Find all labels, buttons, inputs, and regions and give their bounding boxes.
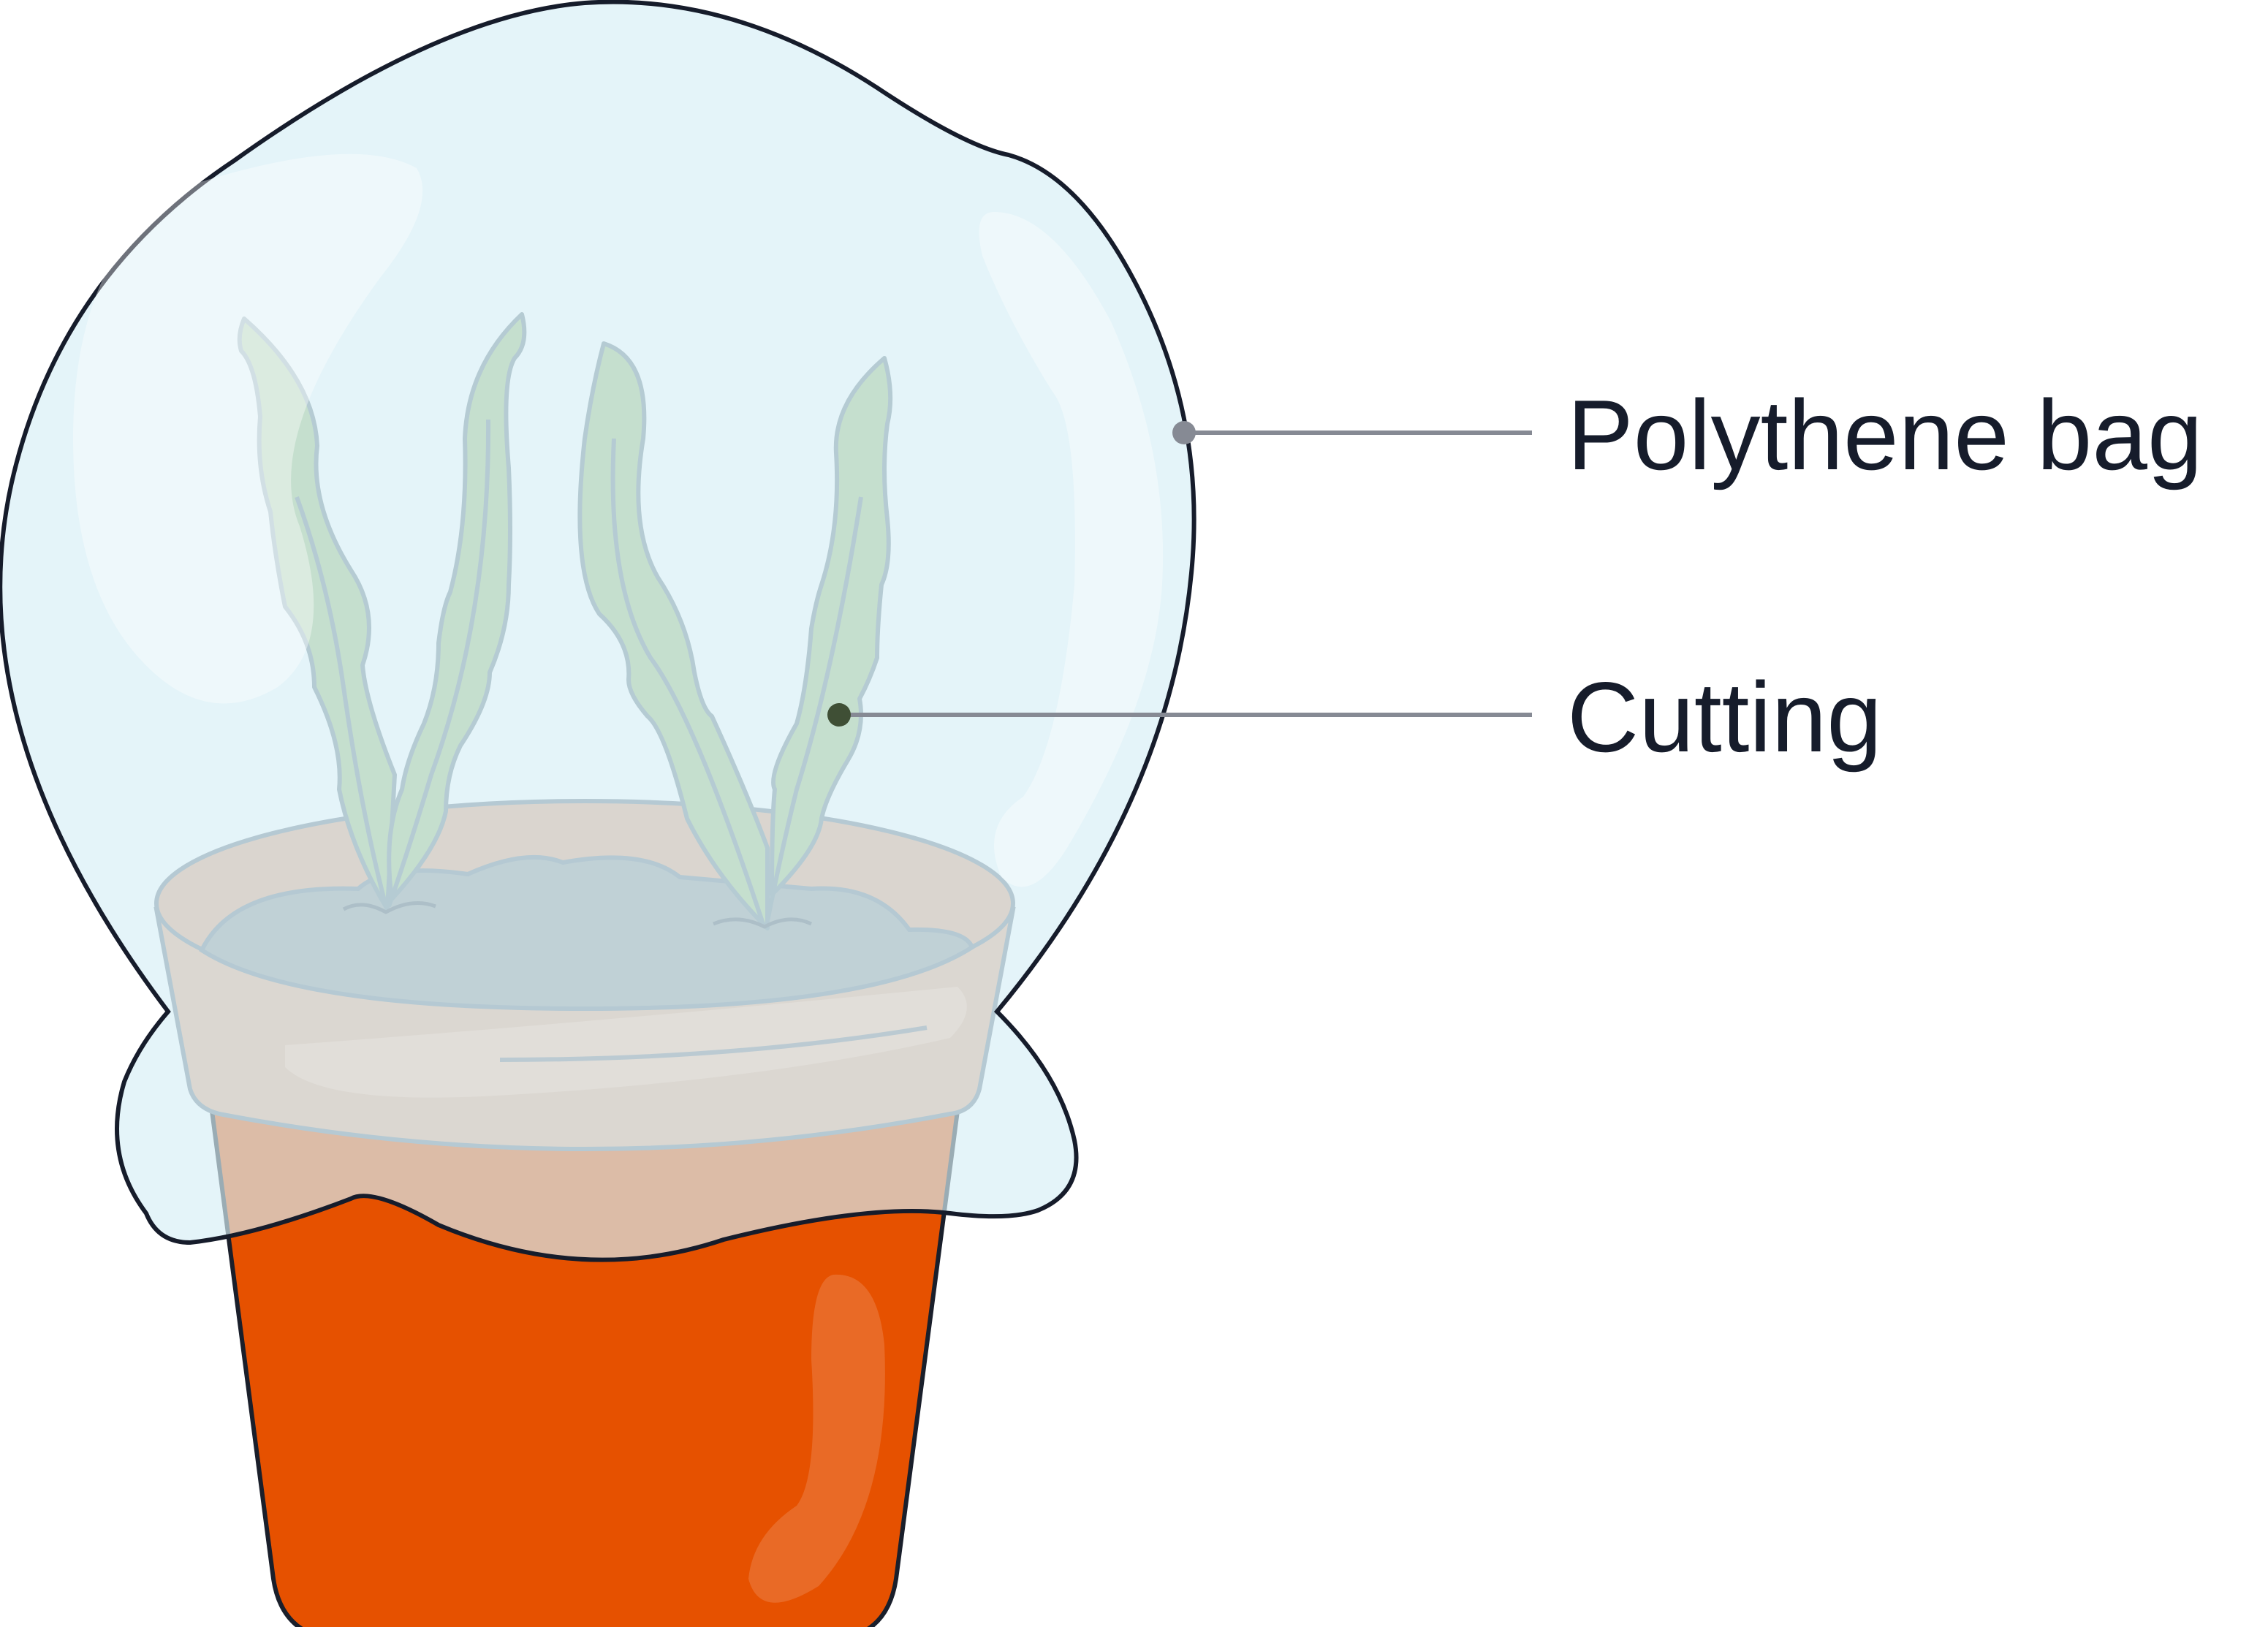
bag-shine xyxy=(979,212,1164,887)
leader-dot xyxy=(1172,421,1196,444)
bag-shine xyxy=(285,987,967,1098)
label-polythene-bag: Polythene bag xyxy=(1172,379,2203,490)
polythene-bag xyxy=(0,0,1196,1262)
label-text: Polythene bag xyxy=(1567,379,2203,490)
bag-shine xyxy=(73,153,423,704)
bag-outline xyxy=(0,0,1196,1262)
leader-dot xyxy=(827,703,851,727)
label-text: Cutting xyxy=(1567,661,1882,773)
label-cutting: Cutting xyxy=(827,661,1882,773)
pot-body xyxy=(209,1109,960,1627)
pot-highlight xyxy=(748,1274,885,1603)
